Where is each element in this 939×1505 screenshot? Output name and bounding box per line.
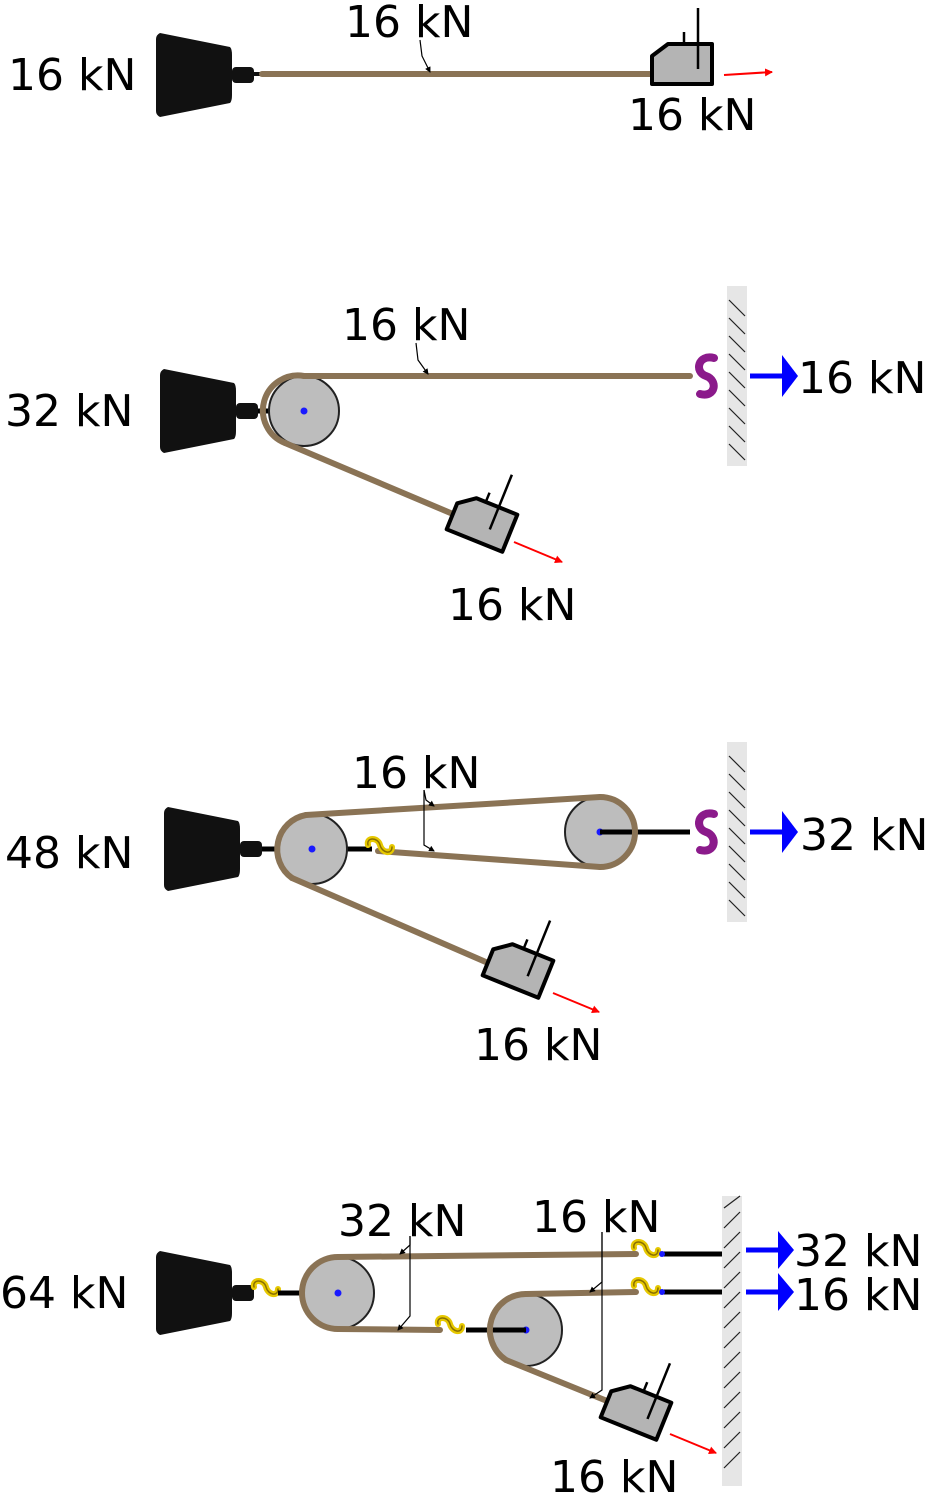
weight — [156, 33, 254, 117]
pull-arrow — [723, 68, 773, 77]
anchor-arrow-a — [778, 1231, 794, 1269]
wall — [727, 286, 747, 466]
rope-grip — [480, 920, 556, 1000]
wall — [727, 742, 747, 922]
load-label: 64 kN — [0, 1268, 128, 1319]
panel-3: 48 kN 16 kN 32 kN — [5, 742, 928, 1071]
anchor-arrow-b — [778, 1273, 794, 1311]
weight — [156, 1251, 254, 1335]
grip-force-label: 16 kN — [628, 90, 756, 141]
rope-grip — [598, 1362, 674, 1442]
anchor-arrow — [782, 355, 798, 397]
load-label: 32 kN — [5, 386, 133, 437]
grip-force-label: 16 kN — [550, 1452, 678, 1503]
anchor-force-label-a: 32 kN — [794, 1226, 922, 1277]
rope-tension-label: 16 kN — [352, 748, 480, 799]
anchor-force-label: 16 kN — [798, 353, 926, 404]
wall — [722, 1196, 742, 1486]
anchor-force-label: 32 kN — [800, 810, 928, 861]
rope-lower — [282, 440, 463, 520]
weight — [164, 807, 262, 891]
rope-grip — [444, 474, 520, 554]
pull-arrow — [552, 992, 600, 1014]
pull-arrow — [669, 1433, 717, 1455]
rope-grip — [650, 8, 714, 86]
shackle-hook — [254, 1281, 278, 1294]
grip-force-label: 16 kN — [448, 580, 576, 631]
anchor-arrow — [782, 811, 798, 853]
panel-4: 64 kN 32 kN 16 kN — [0, 1192, 922, 1503]
rope-tension-label: 16 kN — [345, 0, 473, 48]
pull-arrow — [513, 541, 563, 563]
rope-tension-label-b: 16 kN — [532, 1192, 660, 1243]
load-label: 16 kN — [8, 50, 136, 101]
anchor-hook — [699, 357, 714, 394]
load-label: 48 kN — [5, 828, 133, 879]
panel-2: 32 kN 16 kN 16 kN 16 kN — [5, 286, 926, 631]
weight — [160, 369, 258, 453]
grip-force-label: 16 kN — [474, 1020, 602, 1071]
rope-tension-label: 16 kN — [342, 300, 470, 351]
panel-1: 16 kN 16 kN 16 kN — [8, 0, 773, 141]
rope-tension-label-a: 32 kN — [338, 1196, 466, 1247]
anchor-force-label-b: 16 kN — [794, 1270, 922, 1321]
anchor-hook — [699, 813, 714, 850]
